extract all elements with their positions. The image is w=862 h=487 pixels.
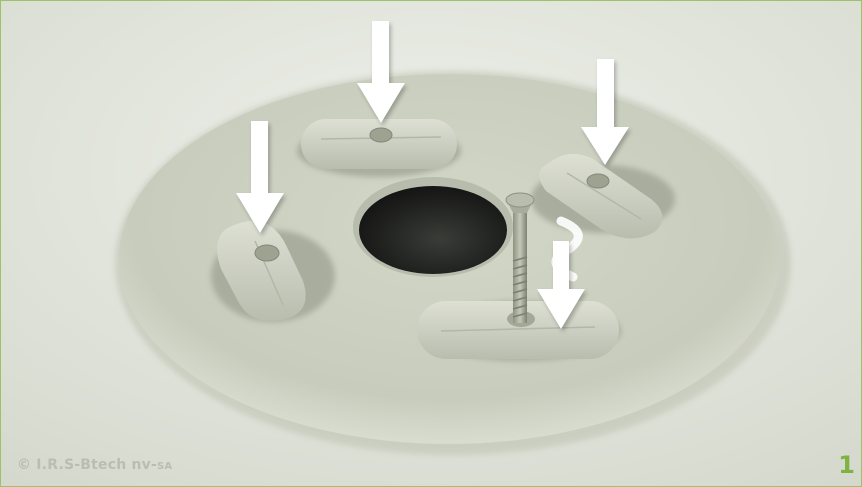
screw-head-left (255, 245, 279, 261)
copyright-main: © I.R.S-Btech nv- (17, 457, 157, 473)
screw-head-top (370, 128, 392, 142)
fixing-plate-top (297, 119, 461, 177)
step-number: 1 (838, 451, 855, 479)
screw-head (506, 193, 534, 207)
screw-head-right (587, 174, 609, 188)
copyright-suffix: SA (157, 461, 172, 472)
pipe-hole (359, 186, 507, 274)
copyright-label: © I.R.S-Btech nv-SA (17, 457, 172, 473)
